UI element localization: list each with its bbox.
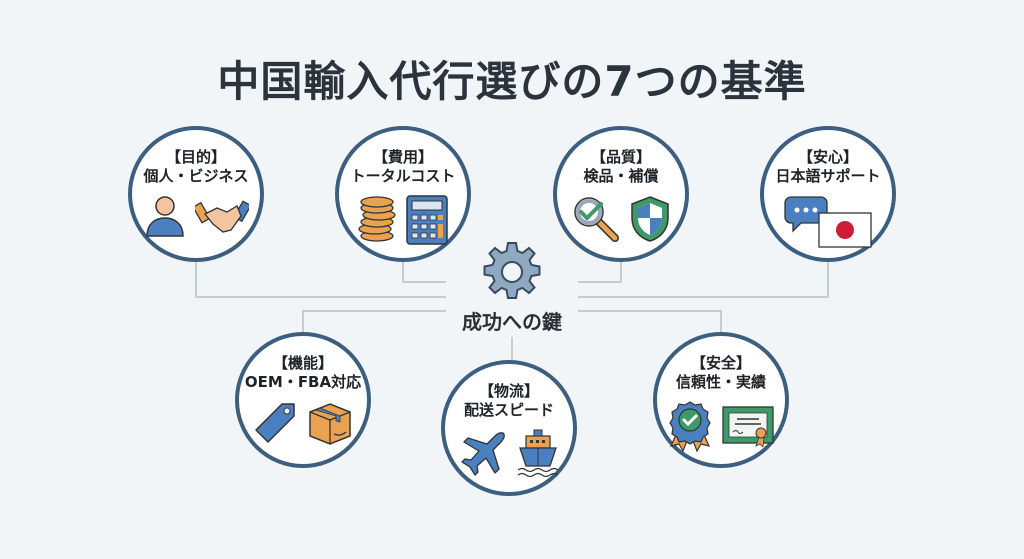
speech-bubble-icon bbox=[784, 196, 828, 233]
criterion-function: 【機能】 OEM・FBA対応 bbox=[235, 332, 371, 468]
magnifier-check-icon bbox=[574, 197, 619, 242]
criterion-category: 【安全】 bbox=[690, 354, 751, 372]
airplane-icon bbox=[461, 432, 505, 476]
calculator-icon bbox=[406, 195, 448, 245]
criterion-category: 【機能】 bbox=[272, 354, 333, 372]
criterion-subtitle: 個人・ビジネス bbox=[143, 167, 249, 185]
criterion-subtitle: 信頼性・実績 bbox=[675, 373, 766, 391]
criterion-category: 【費用】 bbox=[372, 148, 433, 166]
box-icon bbox=[309, 403, 351, 445]
criterion-subtitle: 日本語サポート bbox=[775, 167, 881, 185]
award-badge-icon bbox=[669, 401, 711, 452]
hub-label: 成功への鍵 bbox=[462, 310, 562, 334]
criterion-subtitle: 検品・補償 bbox=[583, 167, 659, 185]
criterion-safety: 【安全】 信頼性・実績 bbox=[653, 332, 789, 468]
person-icon bbox=[146, 196, 184, 237]
gear-icon bbox=[483, 242, 541, 299]
criterion-category: 【安心】 bbox=[797, 148, 858, 166]
criterion-category: 【物流】 bbox=[478, 382, 539, 400]
criterion-logistics: 【物流】 配送スピード bbox=[441, 360, 577, 496]
japan-flag-icon bbox=[818, 212, 872, 248]
ship-icon bbox=[517, 429, 559, 478]
criterion-support: 【安心】 日本語サポート bbox=[760, 126, 896, 262]
criterion-subtitle: トータルコスト bbox=[350, 167, 456, 185]
price-tag-icon bbox=[255, 403, 295, 443]
certificate-icon bbox=[722, 406, 774, 447]
shield-icon bbox=[631, 196, 669, 242]
criterion-purpose: 【目的】 個人・ビジネス bbox=[128, 126, 264, 262]
criterion-category: 【品質】 bbox=[590, 148, 651, 166]
criterion-cost: 【費用】 トータルコスト bbox=[335, 126, 471, 262]
coins-icon bbox=[358, 196, 396, 242]
page-title: 中国輸入代行選びの7つの基準 bbox=[217, 57, 807, 106]
criterion-subtitle: OEM・FBA対応 bbox=[244, 373, 362, 391]
criterion-subtitle: 配送スピード bbox=[463, 401, 554, 419]
criterion-category: 【目的】 bbox=[165, 148, 226, 166]
support-icons bbox=[784, 196, 872, 248]
criterion-quality: 【品質】 検品・補償 bbox=[553, 126, 689, 262]
handshake-icon bbox=[195, 200, 249, 233]
